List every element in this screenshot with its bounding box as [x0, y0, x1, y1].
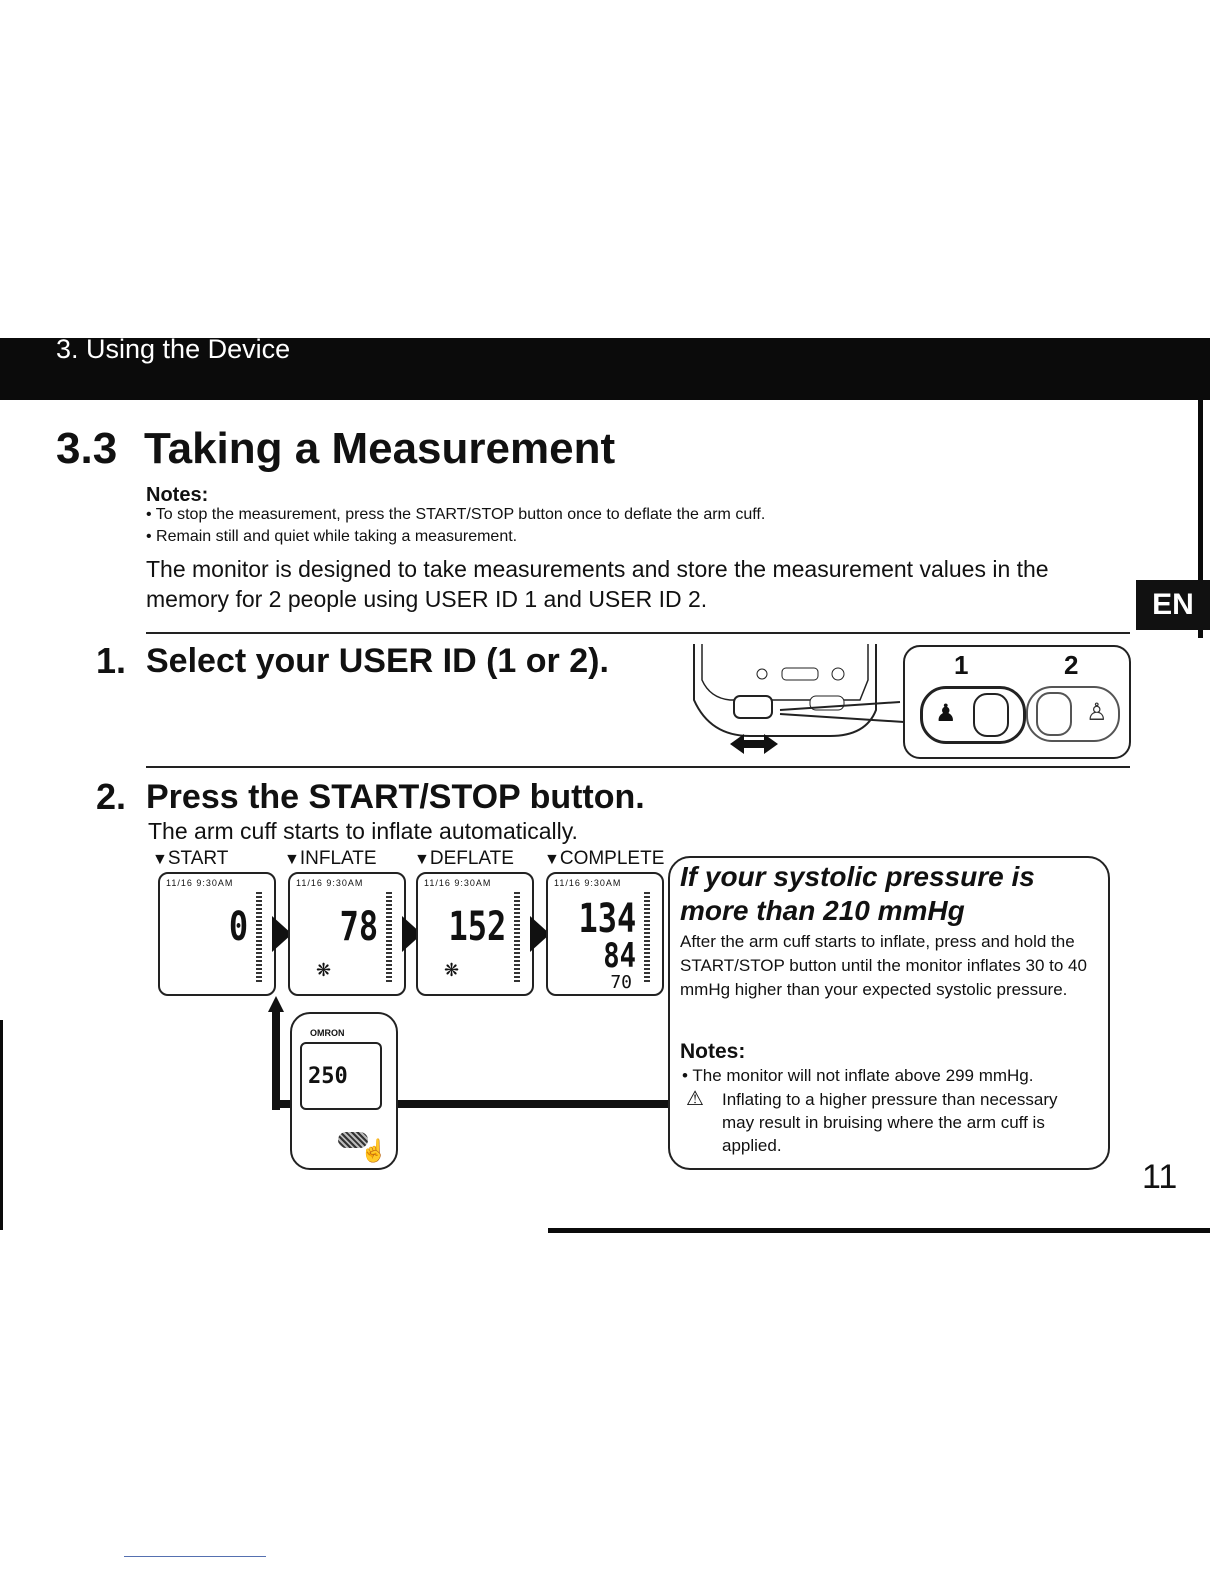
- arrow-right-icon: [272, 916, 292, 952]
- lcd-datetime: 11/16 9:30AM: [166, 878, 234, 888]
- lcd-complete: 11/16 9:30AM 134 84 70: [546, 872, 664, 996]
- lcd-datetime: 11/16 9:30AM: [554, 878, 622, 888]
- inset-reading: 250: [308, 1064, 348, 1089]
- stage-label-deflate: ▼DEFLATE: [414, 848, 514, 869]
- connector-line: [272, 1100, 672, 1108]
- warning-text: Inflating to a higher pressure than nece…: [722, 1090, 1058, 1155]
- user-id-2-switch[interactable]: ♙: [1026, 686, 1120, 742]
- user-1-icon: ♟: [935, 700, 957, 727]
- step2-rule: [146, 766, 1130, 768]
- stage-label-complete: ▼COMPLETE: [544, 848, 665, 869]
- note-item: • Remain still and quiet while taking a …: [146, 528, 518, 545]
- arrow-right-icon: [530, 916, 550, 952]
- page-number: 11: [1142, 1158, 1178, 1196]
- stage-label-inflate: ▼INFLATE: [284, 848, 377, 869]
- callout-title: If your systolic pressure is more than 2…: [680, 861, 1035, 926]
- page-title: Taking a Measurement: [144, 424, 616, 473]
- footer-blue-line: [124, 1556, 266, 1557]
- step1-title: Select your USER ID (1 or 2).: [146, 642, 609, 680]
- user-id-1-switch[interactable]: ♟: [920, 686, 1026, 744]
- note-item: • To stop the measurement, press the STA…: [146, 506, 766, 523]
- switch-knob-icon: [1036, 692, 1072, 736]
- intro-paragraph: The monitor is designed to take measurem…: [146, 556, 1049, 612]
- lcd-inflate: 11/16 9:30AM 78 ❋: [288, 872, 406, 996]
- pressure-bar: [386, 892, 392, 984]
- callout-body: After the arm cuff starts to inflate, pr…: [680, 932, 1087, 999]
- finger-press-icon: ☝: [360, 1138, 388, 1163]
- warning-icon: ⚠: [686, 1088, 704, 1110]
- lcd-reading: 0: [228, 904, 248, 950]
- lcd-datetime: 11/16 9:30AM: [424, 878, 492, 888]
- user-id-1-label: 1: [954, 650, 969, 680]
- lcd-datetime: 11/16 9:30AM: [296, 878, 364, 888]
- connector-line: [272, 1010, 280, 1110]
- step1-number: 1.: [96, 640, 127, 681]
- pressure-bar: [514, 892, 520, 984]
- step2-number: 2.: [96, 776, 127, 817]
- switch-knob-icon: [973, 693, 1009, 737]
- language-tab: EN: [1136, 580, 1210, 630]
- lcd-systolic: 134: [578, 896, 636, 942]
- user-id-2-label: 2: [1064, 650, 1079, 680]
- pressure-bar: [644, 892, 650, 984]
- step2-subtitle: The arm cuff starts to inflate automatic…: [148, 818, 578, 844]
- inset-brand: OMRON: [310, 1028, 345, 1038]
- start-stop-button[interactable]: [338, 1132, 368, 1148]
- notes-heading: Notes:: [146, 484, 209, 506]
- callout-warning: ⚠ Inflating to a higher pressure than ne…: [686, 1088, 1086, 1157]
- footer-rule: [548, 1228, 1210, 1233]
- lcd-reading: 152: [448, 904, 506, 950]
- step1-rule: [146, 632, 1130, 634]
- callout-notes-heading: Notes:: [680, 1040, 746, 1063]
- lcd-diastolic: 84: [603, 936, 636, 976]
- step2-title: Press the START/STOP button.: [146, 778, 645, 816]
- pressure-bar: [256, 892, 262, 984]
- lcd-deflate: 11/16 9:30AM 152 ❋: [416, 872, 534, 996]
- arrow-up-icon: [268, 996, 284, 1012]
- heartbeat-icon: ❋: [444, 960, 460, 980]
- heartbeat-icon: ❋: [316, 960, 332, 980]
- section-header-title: 3. Using the Device: [56, 334, 291, 364]
- inset-lcd: 250: [300, 1042, 382, 1110]
- lcd-start: 11/16 9:30AM 0: [158, 872, 276, 996]
- stage-label-start: ▼START: [152, 848, 229, 869]
- right-edge-rule: [1198, 378, 1203, 638]
- systolic-callout-box: [668, 856, 1110, 1170]
- section-number: 3.3: [56, 424, 118, 473]
- inset-device: OMRON 250 ☝: [290, 1012, 398, 1170]
- left-edge-rule: [0, 1020, 3, 1230]
- user-2-icon: ♙: [1086, 699, 1108, 726]
- lcd-pulse: 70: [610, 972, 632, 993]
- lcd-reading: 78: [339, 904, 378, 950]
- callout-bullet: • The monitor will not inflate above 299…: [682, 1066, 1034, 1085]
- section-header-bar: [0, 338, 1210, 400]
